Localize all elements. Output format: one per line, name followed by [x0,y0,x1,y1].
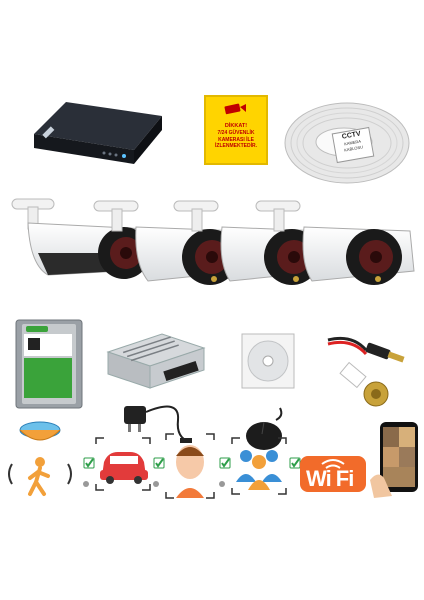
dvr-recorder [34,102,162,164]
sign-line-2: 7/24 GÜVENLİK [217,130,255,136]
sign-line-4: İZLENMEKTEDİR. [215,143,257,149]
car-detection-icon [95,437,151,491]
sign-line-1: DİKKAT! [224,123,248,129]
feature-icons [8,421,301,499]
bullet-camera-1 [11,198,159,279]
check-icons [83,457,301,469]
warning-sign: DİKKAT! 7/24 GÜVENLİK KAMERASI İLE İZLEN… [204,95,268,165]
power-adapter [124,405,192,443]
wifi-badge: Wi Fi [300,454,366,494]
computer-mouse [246,407,283,450]
hard-drive [15,319,83,409]
bullet-camera-4 [255,200,415,285]
software-cd [241,333,295,389]
bnc-connector [327,336,405,407]
wifi-label: Wi Fi [306,466,354,491]
people-detection-icon [231,437,287,495]
sign-line-3: KAMERASI İLE [218,136,254,143]
camera-icon [224,103,246,115]
wifi-icon [300,456,366,492]
bullet-camera-3 [173,200,329,285]
power-supply [106,333,206,389]
motion-detection-icon [8,421,72,496]
smartphone [370,422,418,498]
bullet-cameras [11,198,415,285]
face-detection-icon [165,433,215,499]
